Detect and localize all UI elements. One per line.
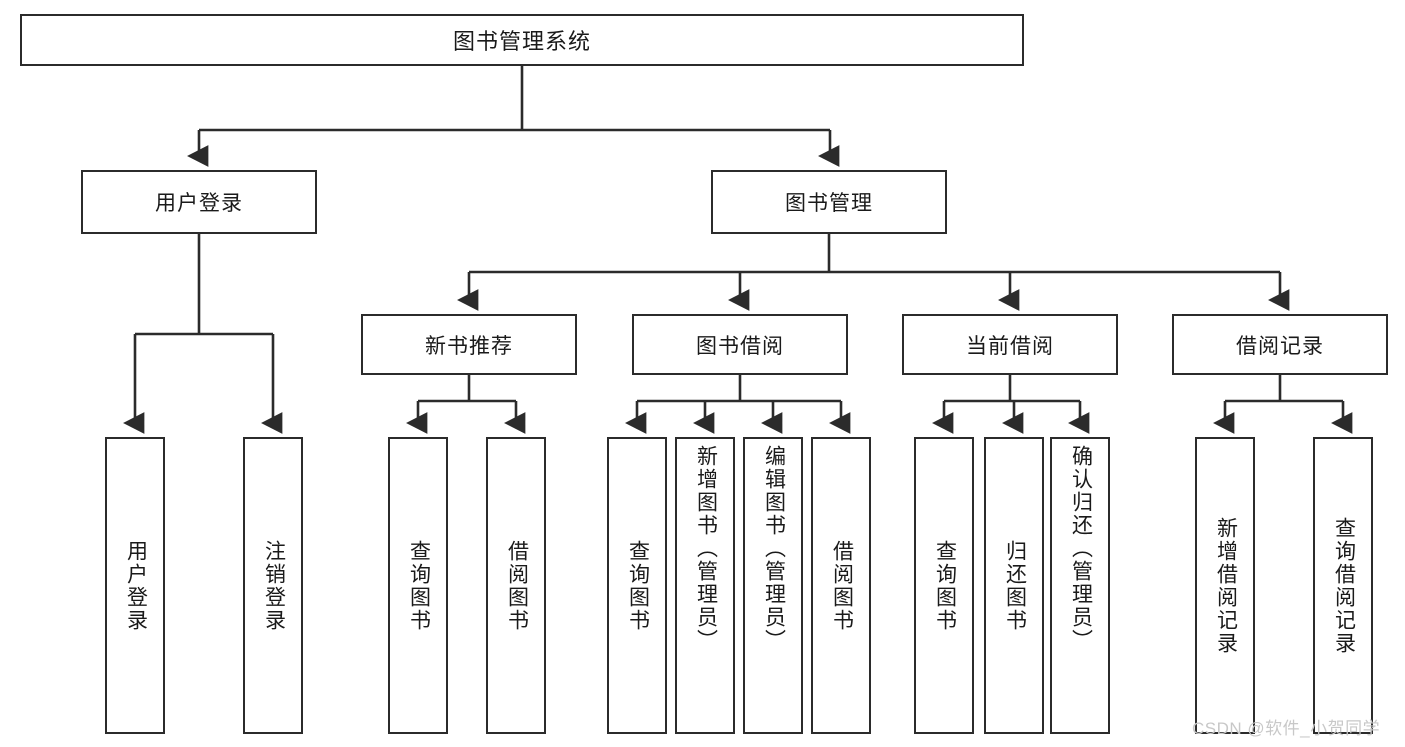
node-borrow-record[interactable]: 借阅记录 — [1172, 314, 1388, 375]
node-book-borrow[interactable]: 图书借阅 — [632, 314, 848, 375]
leaf-nbr-query-book-label: 查询图书 — [407, 539, 431, 632]
node-new-book-recommend[interactable]: 新书推荐 — [361, 314, 577, 375]
leaf-bb-borrow-book-label: 借阅图书 — [830, 539, 854, 632]
node-user-login[interactable]: 用户登录 — [81, 170, 317, 234]
leaf-bb-edit-book-admin-label: 编辑图书（管理员） — [762, 445, 786, 652]
leaf-br-query-record[interactable]: 查询借阅记录 — [1313, 437, 1373, 734]
leaf-nbr-borrow-book[interactable]: 借阅图书 — [486, 437, 546, 734]
node-borrow-record-label: 借阅记录 — [1236, 334, 1324, 358]
leaf-nbr-borrow-book-label: 借阅图书 — [505, 539, 529, 632]
node-current-borrow[interactable]: 当前借阅 — [902, 314, 1118, 375]
leaf-logout[interactable]: 注销登录 — [243, 437, 303, 734]
leaf-cb-query-book-label: 查询图书 — [933, 539, 957, 632]
node-book-borrow-label: 图书借阅 — [696, 334, 784, 358]
leaf-cb-return-book-label: 归还图书 — [1003, 539, 1027, 632]
leaf-br-add-record-label: 新增借阅记录 — [1214, 516, 1238, 655]
leaf-cb-confirm-return-admin[interactable]: 确认归还（管理员） — [1050, 437, 1110, 734]
leaf-bb-add-book-admin-label: 新增图书（管理员） — [694, 445, 718, 652]
node-root[interactable]: 图书管理系统 — [20, 14, 1024, 66]
leaf-bb-edit-book-admin[interactable]: 编辑图书（管理员） — [743, 437, 803, 734]
leaf-user-login-label: 用户登录 — [124, 539, 148, 632]
leaf-bb-add-book-admin[interactable]: 新增图书（管理员） — [675, 437, 735, 734]
node-user-login-label: 用户登录 — [155, 192, 243, 215]
leaf-nbr-query-book[interactable]: 查询图书 — [388, 437, 448, 734]
leaf-user-login[interactable]: 用户登录 — [105, 437, 165, 734]
leaf-cb-return-book[interactable]: 归还图书 — [984, 437, 1044, 734]
node-book-manage[interactable]: 图书管理 — [711, 170, 947, 234]
leaf-cb-confirm-return-admin-label: 确认归还（管理员） — [1069, 445, 1093, 652]
leaf-br-add-record[interactable]: 新增借阅记录 — [1195, 437, 1255, 734]
leaf-bb-borrow-book[interactable]: 借阅图书 — [811, 437, 871, 734]
leaf-br-query-record-label: 查询借阅记录 — [1332, 516, 1356, 655]
node-book-manage-label: 图书管理 — [785, 192, 873, 215]
leaf-bb-query-book[interactable]: 查询图书 — [607, 437, 667, 734]
node-new-book-recommend-label: 新书推荐 — [425, 334, 513, 358]
leaf-bb-query-book-label: 查询图书 — [626, 539, 650, 632]
leaf-logout-label: 注销登录 — [262, 539, 286, 632]
leaf-cb-query-book[interactable]: 查询图书 — [914, 437, 974, 734]
node-root-label: 图书管理系统 — [452, 29, 591, 54]
csdn-watermark: CSDN @软件_小贺同学 — [1192, 719, 1381, 738]
node-current-borrow-label: 当前借阅 — [966, 334, 1054, 358]
